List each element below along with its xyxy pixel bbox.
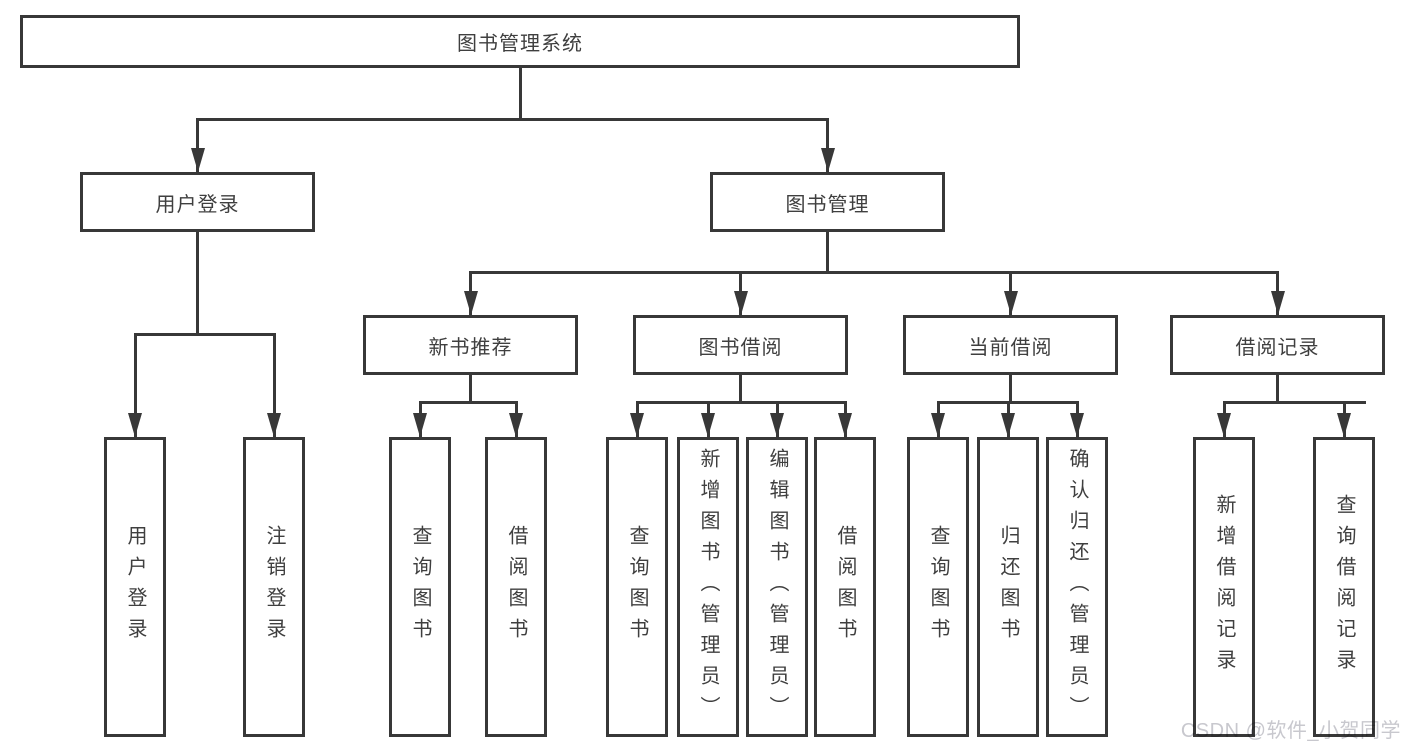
csdn-watermark: CSDN @软件_小贺同学 bbox=[1180, 720, 1401, 742]
node-label: 新增图书（管理员） bbox=[697, 447, 719, 727]
leaf-confirm-return-admin: 确认归还（管理员） bbox=[1046, 437, 1108, 737]
node-book-borrow: 图书借阅 bbox=[633, 315, 848, 375]
node-book-management: 图书管理 bbox=[710, 172, 945, 232]
connector-line bbox=[1009, 375, 1012, 403]
node-label: 借阅图书 bbox=[505, 525, 527, 649]
connector-arrowhead bbox=[1337, 413, 1351, 437]
connector-line bbox=[469, 375, 472, 403]
connector-line bbox=[635, 401, 847, 404]
node-label: 查询借阅记录 bbox=[1333, 494, 1355, 680]
node-new-book-recommend: 新书推荐 bbox=[363, 315, 578, 375]
node-label: 图书管理系统 bbox=[457, 33, 583, 55]
node-label: 当前借阅 bbox=[968, 336, 1053, 359]
node-current-borrow: 当前借阅 bbox=[903, 315, 1118, 375]
connector-arrowhead bbox=[509, 413, 523, 437]
node-user-login: 用户登录 bbox=[80, 172, 315, 232]
connector-arrowhead bbox=[838, 413, 852, 437]
node-label: 借阅图书 bbox=[834, 525, 856, 649]
node-label: 编辑图书（管理员） bbox=[766, 447, 788, 727]
leaf-edit-books-admin: 编辑图书（管理员） bbox=[746, 437, 808, 737]
connector-arrowhead bbox=[1003, 291, 1018, 315]
connector-line bbox=[739, 375, 742, 403]
leaf-add-borrow-record: 新增借阅记录 bbox=[1193, 437, 1255, 737]
connector-line bbox=[1276, 375, 1279, 403]
connector-arrowhead bbox=[701, 413, 715, 437]
connector-line bbox=[133, 333, 276, 336]
connector-line bbox=[826, 232, 829, 274]
node-label: 查询图书 bbox=[409, 525, 431, 649]
node-borrow-records: 借阅记录 bbox=[1170, 315, 1385, 375]
connector-line bbox=[196, 118, 199, 172]
node-label: 用户登录 bbox=[155, 193, 240, 216]
connector-line bbox=[133, 333, 137, 437]
leaf-query-books-2: 查询图书 bbox=[606, 437, 668, 737]
connector-line bbox=[196, 232, 199, 336]
connector-arrowhead bbox=[190, 148, 205, 172]
connector-arrowhead bbox=[820, 148, 835, 172]
node-label: 图书管理 bbox=[785, 193, 870, 216]
connector-arrowhead bbox=[413, 413, 427, 437]
connector-arrowhead bbox=[267, 413, 281, 437]
leaf-add-books-admin: 新增图书（管理员） bbox=[677, 437, 739, 737]
connector-line bbox=[469, 271, 1279, 274]
leaf-logout: 注销登录 bbox=[243, 437, 305, 737]
connector-arrowhead bbox=[463, 291, 478, 315]
leaf-borrow-books-1: 借阅图书 bbox=[485, 437, 547, 737]
node-label: 新书推荐 bbox=[428, 336, 513, 359]
node-label: 注销登录 bbox=[263, 525, 285, 649]
connector-arrowhead bbox=[770, 413, 784, 437]
connector-arrowhead bbox=[931, 413, 945, 437]
node-label: 借阅记录 bbox=[1235, 336, 1320, 359]
node-label: 查询图书 bbox=[927, 525, 949, 649]
node-label: 新增借阅记录 bbox=[1213, 494, 1235, 680]
node-label: 用户登录 bbox=[124, 525, 146, 649]
node-label: 归还图书 bbox=[997, 525, 1019, 649]
node-label: 确认归还（管理员） bbox=[1066, 447, 1088, 727]
connector-line bbox=[196, 118, 829, 121]
connector-arrowhead bbox=[733, 291, 748, 315]
connector-arrowhead bbox=[1001, 413, 1015, 437]
node-label: 图书借阅 bbox=[698, 336, 783, 359]
connector-line bbox=[272, 333, 276, 437]
connector-line bbox=[1222, 401, 1366, 404]
leaf-return-books: 归还图书 bbox=[977, 437, 1039, 737]
node-label: 查询图书 bbox=[626, 525, 648, 649]
node-library-system: 图书管理系统 bbox=[20, 15, 1020, 68]
connector-line bbox=[826, 118, 829, 172]
connector-line bbox=[518, 68, 522, 120]
connector-arrowhead bbox=[1270, 291, 1285, 315]
connector-arrowhead bbox=[128, 413, 142, 437]
connector-arrowhead bbox=[630, 413, 644, 437]
connector-arrowhead bbox=[1070, 413, 1084, 437]
leaf-query-borrow-record: 查询借阅记录 bbox=[1313, 437, 1375, 737]
connector-line bbox=[418, 401, 518, 404]
leaf-query-books-1: 查询图书 bbox=[389, 437, 451, 737]
connector-arrowhead bbox=[1217, 413, 1231, 437]
leaf-query-books-3: 查询图书 bbox=[907, 437, 969, 737]
leaf-user-login: 用户登录 bbox=[104, 437, 166, 737]
leaf-borrow-books-2: 借阅图书 bbox=[814, 437, 876, 737]
